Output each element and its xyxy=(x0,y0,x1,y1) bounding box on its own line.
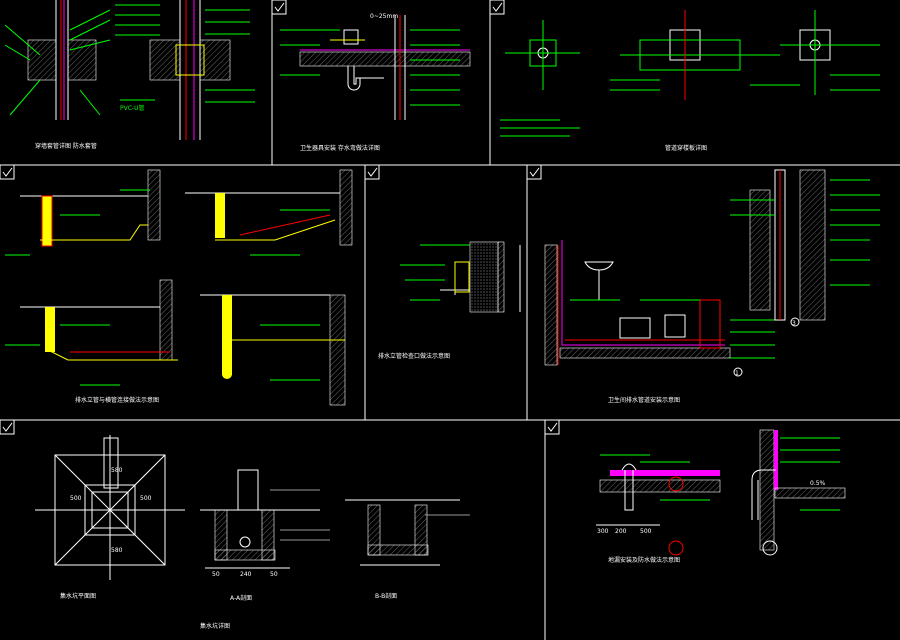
caption-wall-sleeve: 穿墙套管详图 防水套管 xyxy=(35,142,97,150)
panel-floor-drain: 300 200 500 0.5% 地漏安装及防水做法示意图 xyxy=(596,429,846,564)
dim-drain-1: 300 xyxy=(597,528,609,535)
dim-a-mid: 240 xyxy=(240,571,252,578)
panel-check-opening: 排水立管检查口做法示意图 xyxy=(378,241,521,360)
dim-drain-3: 500 xyxy=(640,528,652,535)
dim-a-left: 50 xyxy=(212,571,220,578)
panel-section-a: 50 240 50 A-A剖面 集水坑详图 xyxy=(200,469,330,630)
caption-sump-plan: 集水坑平面图 xyxy=(60,592,96,600)
marker-1: 1 xyxy=(735,370,739,377)
caption-sump-detail: 集水坑详图 xyxy=(200,622,230,630)
panel-wall-sleeve: PVC-U管 穿墙套管详图 防水套管 xyxy=(4,0,255,150)
caption-riser-connections: 排水立管与横管连接做法示意图 xyxy=(75,396,159,404)
panel-sump-plan: 500 500 580 580 集水坑平面图 xyxy=(35,435,185,600)
pipe-label: PVC-U管 xyxy=(120,104,144,112)
dim-a-right: 50 xyxy=(270,571,278,578)
panel-floor-sleeve: 管道穿楼板详图 xyxy=(500,10,880,152)
dim-drain-2: 200 xyxy=(615,528,627,535)
checkmark-icons xyxy=(0,0,560,435)
panel-section-b: B-B剖面 xyxy=(345,499,470,600)
caption-check-opening: 排水立管检查口做法示意图 xyxy=(378,352,450,360)
caption-floor-drain: 地漏安装及防水做法示意图 xyxy=(608,556,680,564)
caption-floor-sleeve: 管道穿楼板详图 xyxy=(665,144,707,152)
slope-label: 0.5% xyxy=(810,480,826,487)
caption-trap: 卫生器具安装 存水弯做法详图 xyxy=(300,144,380,152)
depth-note: 0~25mm xyxy=(370,13,398,20)
panel-trap-detail: 0~25mm 卫生器具安装 存水弯做法详图 xyxy=(280,13,471,152)
caption-section-b: B-B剖面 xyxy=(375,592,397,600)
panel-riser-connections: 排水立管与横管连接做法示意图 xyxy=(5,169,353,406)
dim-sump-right: 500 xyxy=(140,495,152,502)
dim-sump-bottom: 580 xyxy=(111,547,123,554)
dim-sump-top: 580 xyxy=(111,467,123,474)
caption-bathroom: 卫生间排水管道安装示意图 xyxy=(608,396,680,404)
panel-bathroom-piping: 1 3 卫生间排水管道安装示意图 xyxy=(544,169,880,404)
marker-3: 3 xyxy=(792,320,796,327)
dim-sump-left: 500 xyxy=(70,495,82,502)
caption-section-a: A-A剖面 xyxy=(230,594,252,602)
